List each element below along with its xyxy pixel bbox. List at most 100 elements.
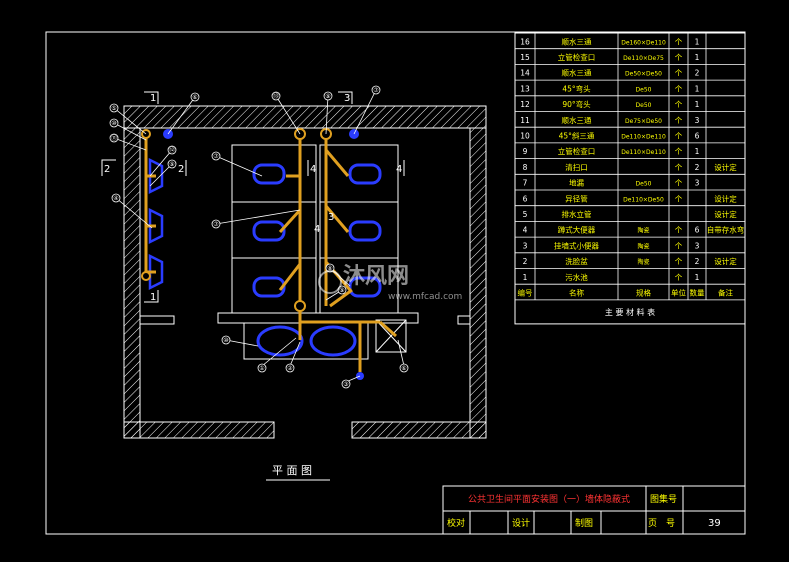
table-cell: 3 <box>695 116 700 125</box>
page-value: 39 <box>708 518 721 529</box>
table-cell: 个 <box>675 84 683 93</box>
table-cell: De110×De110 <box>621 149 666 156</box>
building-walls <box>123 105 487 439</box>
callout-7c: ⑦ <box>213 221 219 228</box>
table-cell: 90°弯头 <box>562 99 591 109</box>
table-header-cell: 单位 <box>671 288 686 298</box>
section-mark-4-mid: 4 <box>314 224 320 235</box>
section-mark-1-top: 1 <box>150 93 156 104</box>
table-cell: De75×De50 <box>625 118 662 125</box>
table-cell: 个 <box>675 179 683 188</box>
draw-label: 制图 <box>575 517 593 529</box>
table-cell: De50 <box>636 102 652 109</box>
table-cell: De110×De110 <box>621 134 666 141</box>
table-cell: 6 <box>695 226 700 235</box>
table-cell: 2 <box>523 257 528 266</box>
section-mark-2-right: 2 <box>178 164 184 175</box>
section-markers <box>101 91 405 303</box>
table-cell: 6 <box>695 132 700 141</box>
design-label: 设计 <box>512 517 530 529</box>
section-mark-4-left: 4 <box>310 164 316 175</box>
table-cell: 1 <box>695 37 700 46</box>
table-cell: 清扫口 <box>565 162 588 172</box>
table-cell: De160×De110 <box>621 39 666 46</box>
review-label: 校对 <box>447 517 465 529</box>
callout-7a: ⑦ <box>373 87 379 94</box>
table-cell: De110×De75 <box>623 55 664 62</box>
table-header-cell: 备注 <box>718 288 733 298</box>
table-cell: 1 <box>695 84 700 93</box>
callout-1: ① <box>259 365 264 372</box>
table-cell: 污水池 <box>565 272 588 282</box>
callout-9b: ⑨ <box>325 93 330 100</box>
table-cell: 异径管 <box>565 193 588 203</box>
table-cell: 顺水三通 <box>562 68 592 78</box>
callout-11: ⑪ <box>111 134 117 142</box>
drawing-name: 公共卫生间平面安装图（一）墙体隐蔽式 <box>468 493 630 505</box>
drain-pipes <box>144 134 397 372</box>
callout-10: ⑩ <box>111 120 116 127</box>
table-cell: 12 <box>520 100 530 109</box>
table-cell: 立管检查口 <box>558 146 596 156</box>
section-mark-2-left: 2 <box>104 164 110 175</box>
table-cell: 设计定 <box>714 256 737 266</box>
table-cell: 设计定 <box>714 162 737 172</box>
table-cell: 14 <box>520 69 530 78</box>
table-cell: 1 <box>523 273 528 282</box>
table-cell: 排水立管 <box>562 209 592 219</box>
callout-4: ④ <box>113 195 118 202</box>
table-cell: 13 <box>520 84 530 93</box>
table-cell: 个 <box>675 69 683 78</box>
table-cell: 个 <box>675 37 683 46</box>
watermark-brand: 沐风网 <box>343 264 409 289</box>
callout-7b: ⑦ <box>213 153 219 160</box>
table-cell: 个 <box>675 116 683 125</box>
table-cell: 3 <box>695 179 700 188</box>
table-cell: De50×De50 <box>625 71 662 78</box>
floor-drains <box>163 129 364 380</box>
callout-2: ② <box>287 365 293 372</box>
table-cell: 11 <box>520 116 530 125</box>
table-cell: 陶瓷 <box>637 227 649 235</box>
callout-12: ⑫ <box>169 146 175 154</box>
table-cell: 个 <box>675 273 683 282</box>
table-cell: 8 <box>523 163 528 172</box>
callout-9a: ⑨ <box>169 161 174 168</box>
table-cell: 个 <box>675 257 683 266</box>
table-cell: 陶瓷 <box>637 242 649 250</box>
table-cell: 顺水三通 <box>562 36 592 46</box>
table-cell: 1 <box>695 147 700 156</box>
wash-counter <box>243 319 407 360</box>
table-cell: De110×De50 <box>623 196 664 203</box>
callout-6: ⑥ <box>192 94 197 101</box>
callout-8: ⑧ <box>327 265 332 272</box>
toilet-stalls <box>217 144 419 324</box>
table-cell: 15 <box>520 53 530 62</box>
callout-10b: ⑩ <box>223 337 228 344</box>
table-cell: De50 <box>636 86 652 93</box>
table-cell: 2 <box>695 257 700 266</box>
table-cell: 设计定 <box>714 209 737 219</box>
table-cell: 蹲式大便器 <box>558 225 596 235</box>
table-cell: De50 <box>636 181 652 188</box>
table-cell: 4 <box>523 226 528 235</box>
table-cell: 10 <box>520 132 530 141</box>
table-cell: 45°弯头 <box>562 83 591 93</box>
table-cell: 6 <box>523 194 528 203</box>
table-cell: 个 <box>675 132 683 141</box>
table-cell: 个 <box>675 53 683 62</box>
table-header-cell: 数量 <box>690 288 705 298</box>
table-header-cell: 规格 <box>636 288 651 298</box>
table-cell: 9 <box>523 147 528 156</box>
callout-3: ③ <box>343 381 348 388</box>
table-cell: 个 <box>675 194 683 203</box>
table-cell: 7 <box>523 179 528 188</box>
table-cell: 16 <box>520 37 530 46</box>
table-cell: 1 <box>695 53 700 62</box>
watermark-url: www.mfcad.com <box>388 292 462 302</box>
plan-title: 平 面 图 <box>272 464 312 477</box>
section-mark-3-mid: 3 <box>328 212 334 223</box>
wall-urinals <box>148 157 164 291</box>
